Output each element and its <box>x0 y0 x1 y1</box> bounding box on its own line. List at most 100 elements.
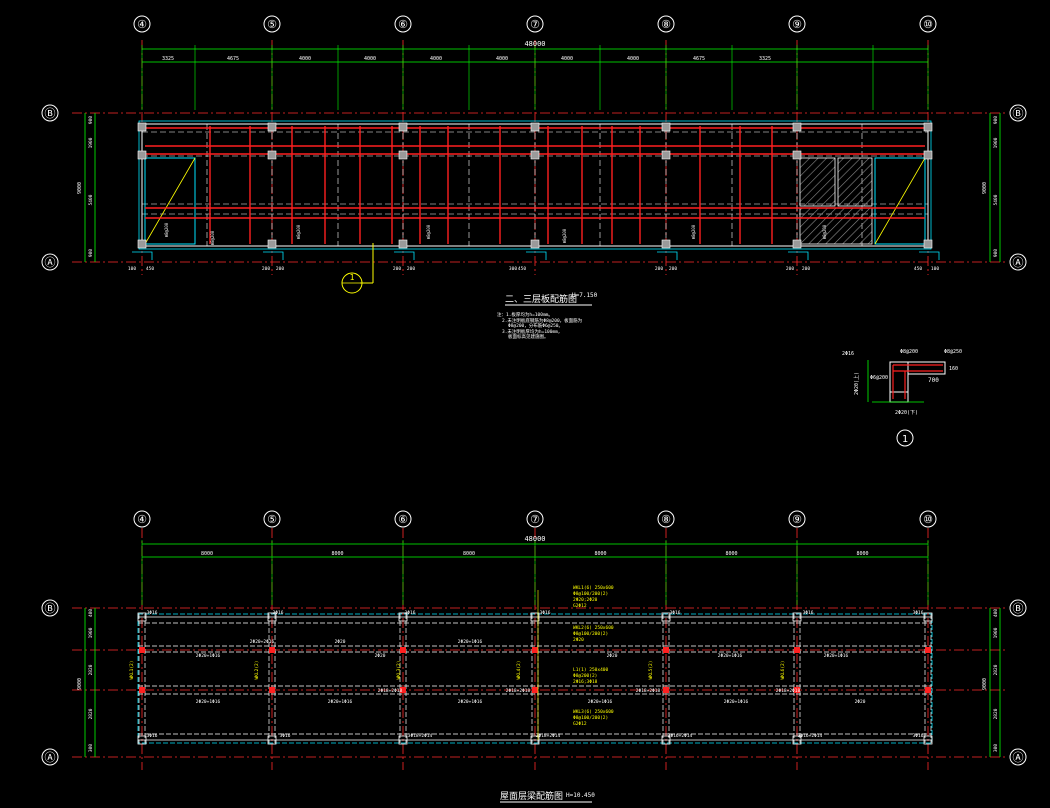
detail-label-6: 2Φ20(上) <box>853 372 860 395</box>
b-dim-v-left-5: 300 <box>88 744 94 752</box>
b-axis-bubble-h-label-0-1: Ⓑ <box>1013 602 1024 615</box>
b-dim-v-total-right: 9000 <box>982 678 988 690</box>
dim-bottom-11: 200 <box>802 266 810 272</box>
b-red-node-6-1 <box>925 687 931 693</box>
b-column-6-0 <box>923 612 933 622</box>
b-callout-5: Φ8@100/200(2) <box>573 631 608 637</box>
column-2-0 <box>398 122 408 132</box>
b-callout-2: 2Φ20;2Φ20 <box>573 597 598 603</box>
detail-label-0: 2Φ16 <box>842 351 854 357</box>
dim-bottom-13: 100 <box>931 266 939 272</box>
b-red-node-4-1 <box>663 687 669 693</box>
detail-label-1: Φ8@200 <box>900 349 918 355</box>
b-rebar-top-4: 3Φ16 <box>670 610 681 616</box>
b-red-node-1-0 <box>269 647 275 653</box>
axis-bubble-label-4: ⑧ <box>661 18 671 31</box>
b-column-5-1 <box>792 735 802 745</box>
stair-left <box>144 157 196 245</box>
wall-stub-0 <box>132 251 153 260</box>
b-rebar-top-1: 3Φ16 <box>273 610 284 616</box>
b-column-5-0 <box>792 612 802 622</box>
b-rebar-bmid-3: 2Φ20+1Φ16 <box>588 699 613 705</box>
dim-v-right-4: 900 <box>993 249 999 257</box>
column-0-2 <box>137 239 147 249</box>
b-red-node-5-1 <box>794 687 800 693</box>
b-callout-8: Φ8@200(2) <box>573 673 597 679</box>
b-dim-v-right-3: 2820 <box>993 664 999 675</box>
b-rebar-top-0: 3Φ16 <box>147 610 158 616</box>
b-rebar-top-3: 3Φ16 <box>540 610 551 616</box>
top-note-2: Φ8@200，分布筋Φ6@250。 <box>508 322 563 329</box>
dim-seg-1: 4675 <box>227 56 239 62</box>
b-beam-tag-3: WKL4(2) <box>516 661 522 680</box>
wall-stub-4 <box>657 251 678 260</box>
column-2-2 <box>398 239 408 249</box>
b-axis-bubble-h-label-1-0: Ⓐ <box>45 751 56 764</box>
axis-bubble-h-1-1 <box>1009 253 1027 271</box>
dim-seg-4: 4000 <box>430 56 442 62</box>
section-marker: 1 <box>341 243 374 294</box>
stair-right <box>874 157 926 245</box>
b-axis-bubble-label-6: ⑩ <box>923 513 933 526</box>
axis-bubble-h-1-0 <box>41 253 59 271</box>
dim-bottom-2: 200 <box>262 266 270 272</box>
b-rebar-mid-6: 2Φ20+1Φ16 <box>718 653 743 659</box>
b-rebar-top-5: 3Φ16 <box>803 610 814 616</box>
b-red-node-3-1 <box>532 687 538 693</box>
b-callout-9: 2Φ16;3Φ18 <box>573 679 598 685</box>
b-callout-12: G2Φ12 <box>573 721 587 727</box>
axis-bubble-label-5: ⑨ <box>792 18 802 31</box>
axis-bubble-h-0-0 <box>41 104 59 122</box>
top-columns <box>137 122 933 249</box>
bottom-columns <box>137 612 933 745</box>
rebar-tag-5: Φ8@200 <box>691 224 696 239</box>
wall-stub-1 <box>263 251 284 260</box>
column-0-0 <box>137 122 147 132</box>
rebar-tag-1: Φ8@200 <box>210 230 215 245</box>
column-4-2 <box>661 239 671 249</box>
axis-bubble-0 <box>133 15 151 33</box>
b-callout-7: L1(1) 250x400 <box>573 667 609 673</box>
b-rebar-mid-0: 2Φ20+1Φ16 <box>196 653 221 659</box>
dim-bottom-5: 200 <box>407 266 415 272</box>
wall-stub-3 <box>526 251 547 260</box>
b-axis-bubble-h-0-0 <box>41 599 59 617</box>
b-dim-seg-0: 8000 <box>201 551 213 557</box>
detail-number: 1 <box>902 434 908 445</box>
b-axis-bubble-0 <box>133 510 151 528</box>
wall-stub-5 <box>788 251 809 260</box>
b-rebar-top-6: 3Φ16 <box>913 610 924 616</box>
b-red-node-1-1 <box>269 687 275 693</box>
b-axis-bubble-2 <box>394 510 412 528</box>
dim-seg-3: 4000 <box>364 56 376 62</box>
b-rebar-mid-3: 2Φ20 <box>375 653 386 659</box>
b-dim-seg-3: 8000 <box>594 551 606 557</box>
b-red-node-0-0 <box>139 647 145 653</box>
axis-bubble-label-1: ⑤ <box>267 18 277 31</box>
bottom-plan-title: 屋面层梁配筋图 <box>500 790 563 802</box>
b-rebar-bmid-0: 2Φ20+1Φ16 <box>196 699 221 705</box>
b-rebar-bot-4: 3Φ16+2Φ14 <box>668 733 693 739</box>
b-axis-bubble-4 <box>657 510 675 528</box>
column-5-1 <box>792 150 802 160</box>
dim-bottom-3: 200 <box>276 266 284 272</box>
b-dim-v-left-1: 400 <box>88 609 94 617</box>
dim-seg-6: 4000 <box>561 56 573 62</box>
dim-seg-0: 3325 <box>162 56 174 62</box>
bottom-title-block: 屋面层梁配筋图 H=10.450 <box>500 790 595 803</box>
b-beam-tag-0: WKL1(2) <box>129 661 135 680</box>
stair-right-diag <box>874 157 926 245</box>
axis-bubble-1 <box>263 15 281 33</box>
bottom-yellow-callouts: WKL1(6) 250x600Φ8@100/200(2)2Φ20;2Φ20G2Φ… <box>537 585 614 740</box>
b-axis-bubble-5 <box>788 510 806 528</box>
section-marker-label: 1 <box>350 273 355 282</box>
b-rebar-bot-2: 3Φ18+2Φ14 <box>408 733 433 739</box>
b-column-3-0 <box>530 612 540 622</box>
axis-bubble-3 <box>526 15 544 33</box>
dim-v-total-left: 9000 <box>77 182 83 194</box>
b-dim-v-total-left: 9000 <box>77 678 83 690</box>
b-axis-bubble-label-3: ⑦ <box>530 513 540 526</box>
b-callout-1: Φ8@100/200(2) <box>573 591 608 597</box>
